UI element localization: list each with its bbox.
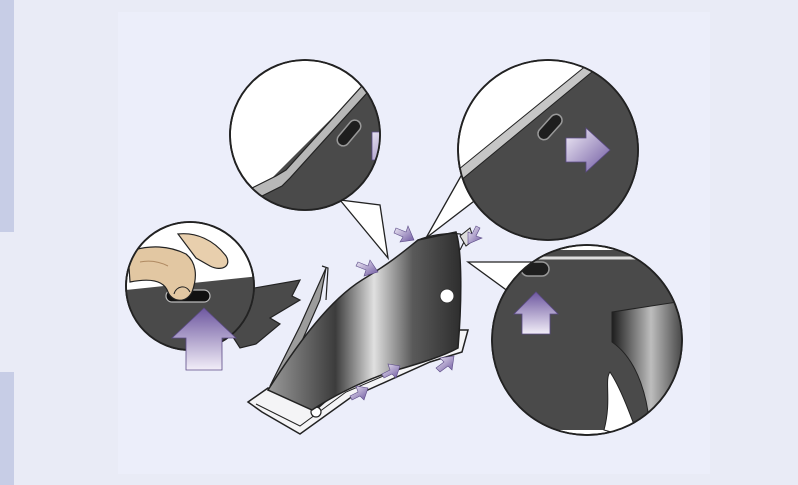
tray-cover xyxy=(248,228,474,434)
callout-top-right xyxy=(448,56,660,260)
callout-top-left xyxy=(230,60,420,240)
callout-left xyxy=(126,222,300,370)
small-arrow-icon xyxy=(394,226,414,242)
